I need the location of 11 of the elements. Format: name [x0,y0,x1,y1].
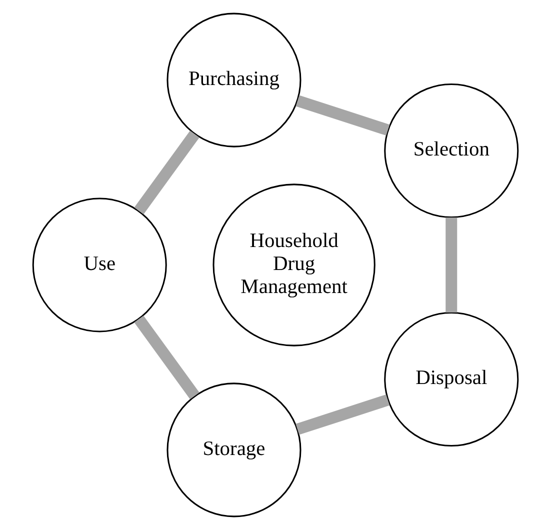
node-circle: Disposal [384,312,518,447]
connector [134,130,199,214]
connector [134,316,199,400]
connector [295,95,390,136]
connector [445,218,457,313]
connector [295,394,390,435]
node-circle: Purchasing [166,12,301,148]
node-circle: Household Drug Management [212,184,375,346]
node-circle: Selection [384,83,518,218]
node-circle: Storage [166,382,301,518]
node-circle: Use [32,198,166,332]
